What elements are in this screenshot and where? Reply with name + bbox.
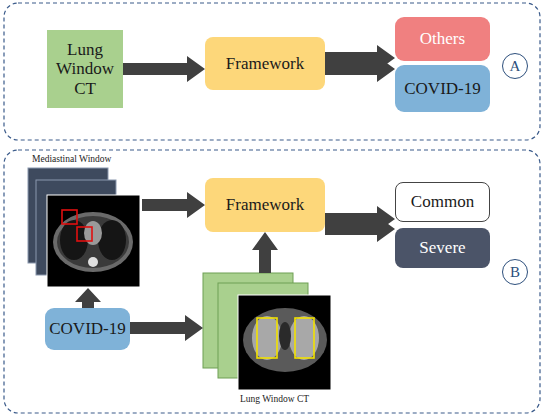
- ct-image: [47, 195, 140, 287]
- ct-lung: [252, 316, 282, 360]
- node-label: B: [510, 264, 520, 281]
- ct-lung: [289, 316, 319, 360]
- panel-badge: B: [502, 259, 528, 285]
- stack-heading: Lung Window CT: [240, 394, 309, 405]
- block-arrow: [325, 216, 395, 242]
- ct-body: [243, 308, 327, 372]
- process-box: Framework: [205, 37, 325, 90]
- ct-body: [53, 212, 133, 272]
- lung-ct-stack: [203, 273, 331, 390]
- output-box: COVID-19: [395, 65, 490, 112]
- lesion-box: [295, 318, 314, 358]
- node-label: Framework: [226, 54, 304, 73]
- panel-b-frame: [4, 150, 540, 413]
- process-box: Framework: [205, 178, 325, 232]
- block-arrow: [123, 56, 205, 82]
- block-arrow: [142, 192, 205, 218]
- lesion-box: [77, 227, 92, 241]
- ct-image: [238, 295, 331, 390]
- node-label: Common: [411, 192, 474, 211]
- image-stack: Mediastinal Window: [28, 168, 142, 288]
- mediastinal-ct-stack: [28, 168, 140, 287]
- panel-a-frame: [4, 3, 540, 140]
- block-arrow: [130, 315, 203, 341]
- block-arrow: [252, 232, 278, 273]
- node-label: Others: [420, 29, 465, 48]
- output-box: Severe: [395, 228, 490, 268]
- input-box: Lung Window CT: [47, 30, 123, 108]
- node-label: Framework: [226, 195, 304, 214]
- ct-lung: [98, 220, 126, 260]
- lesion-box: [257, 318, 277, 358]
- block-arrow: [325, 56, 395, 82]
- node-label: COVID-19: [404, 79, 481, 98]
- node-label: A: [510, 58, 521, 75]
- input-box: COVID-19: [45, 308, 130, 350]
- ct-mediastinum: [279, 322, 291, 350]
- image-stack: Lung Window CT: [203, 273, 333, 393]
- node-label: Lung Window CT: [47, 40, 123, 97]
- node-label: Severe: [419, 238, 465, 257]
- block-arrow: [75, 288, 101, 308]
- lesion-box: [62, 210, 77, 224]
- stack-heading: Mediastinal Window: [32, 154, 111, 165]
- node-label: COVID-19: [49, 319, 126, 338]
- ct-lung: [60, 220, 88, 260]
- ct-spine: [88, 257, 98, 267]
- panel-badge: A: [502, 53, 528, 79]
- output-box: Others: [395, 17, 490, 61]
- output-box: Common: [395, 182, 490, 222]
